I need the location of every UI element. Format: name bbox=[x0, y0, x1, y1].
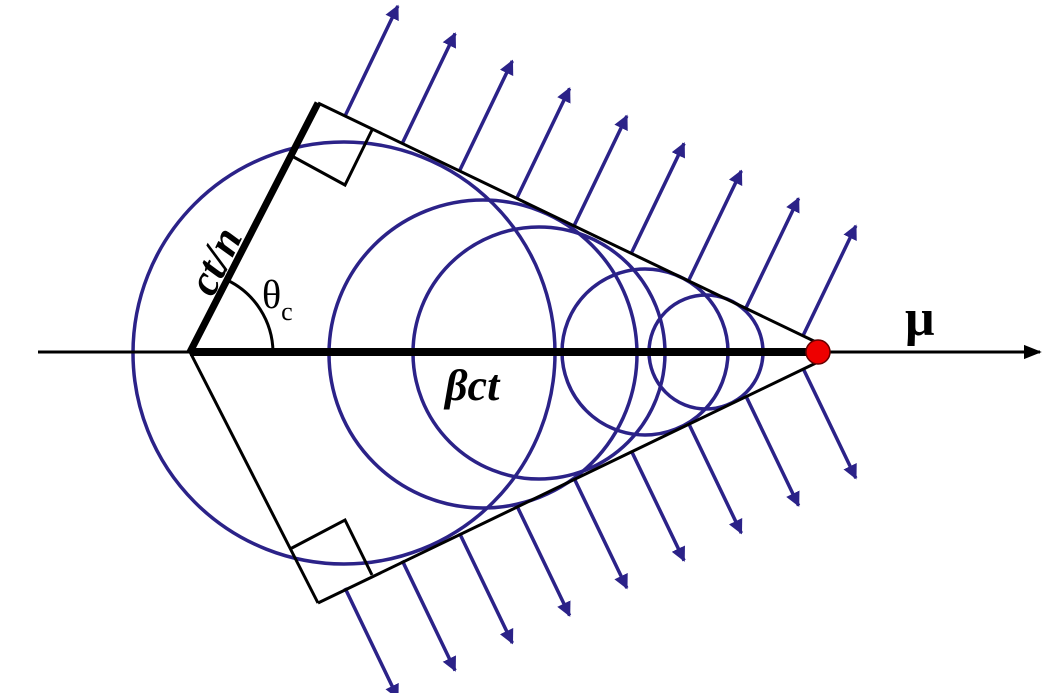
photon-arrow-lower-5 bbox=[572, 477, 629, 590]
photon-arrow-upper-7 bbox=[686, 169, 743, 282]
light-path-line-upper bbox=[186, 101, 322, 354]
photon-arrow-lower-3 bbox=[457, 532, 514, 645]
photon-arrow-lower-9 bbox=[801, 367, 858, 480]
photon-arrow-upper-9 bbox=[801, 224, 858, 337]
photon-arrow-upper-2 bbox=[400, 32, 457, 145]
photon-arrow-upper-3 bbox=[457, 59, 514, 172]
photon-arrow-upper-6 bbox=[629, 142, 686, 255]
muon-label: μ bbox=[905, 290, 934, 347]
photon-arrow-lower-8 bbox=[744, 394, 801, 507]
photon-arrow-lower-4 bbox=[515, 504, 572, 617]
theta-subscript: c bbox=[281, 297, 293, 326]
photon-arrow-upper-5 bbox=[572, 114, 629, 227]
photon-arrow-lower-1 bbox=[343, 587, 399, 693]
right-angle-marker-lower bbox=[289, 517, 374, 576]
photon-arrow-lower-7 bbox=[686, 422, 743, 535]
theta-symbol: θ bbox=[262, 272, 281, 317]
photon-arrow-upper-8 bbox=[744, 197, 801, 310]
beta-ct-label: βct bbox=[443, 361, 501, 410]
photon-arrows bbox=[343, 4, 858, 693]
photon-arrow-lower-2 bbox=[400, 559, 457, 672]
right-angle-marker-upper bbox=[289, 129, 374, 188]
cone-lower-edge bbox=[317, 360, 819, 605]
photon-arrow-upper-4 bbox=[515, 87, 572, 200]
theta-label: θc bbox=[262, 272, 293, 326]
cone-upper-edge bbox=[317, 101, 819, 345]
cherenkov-angle-arc bbox=[226, 278, 275, 353]
particle-dot bbox=[805, 339, 831, 365]
light-path-line-lower bbox=[188, 351, 320, 604]
photon-arrow-lower-6 bbox=[629, 449, 686, 562]
photon-arrow-upper-1 bbox=[343, 4, 400, 117]
